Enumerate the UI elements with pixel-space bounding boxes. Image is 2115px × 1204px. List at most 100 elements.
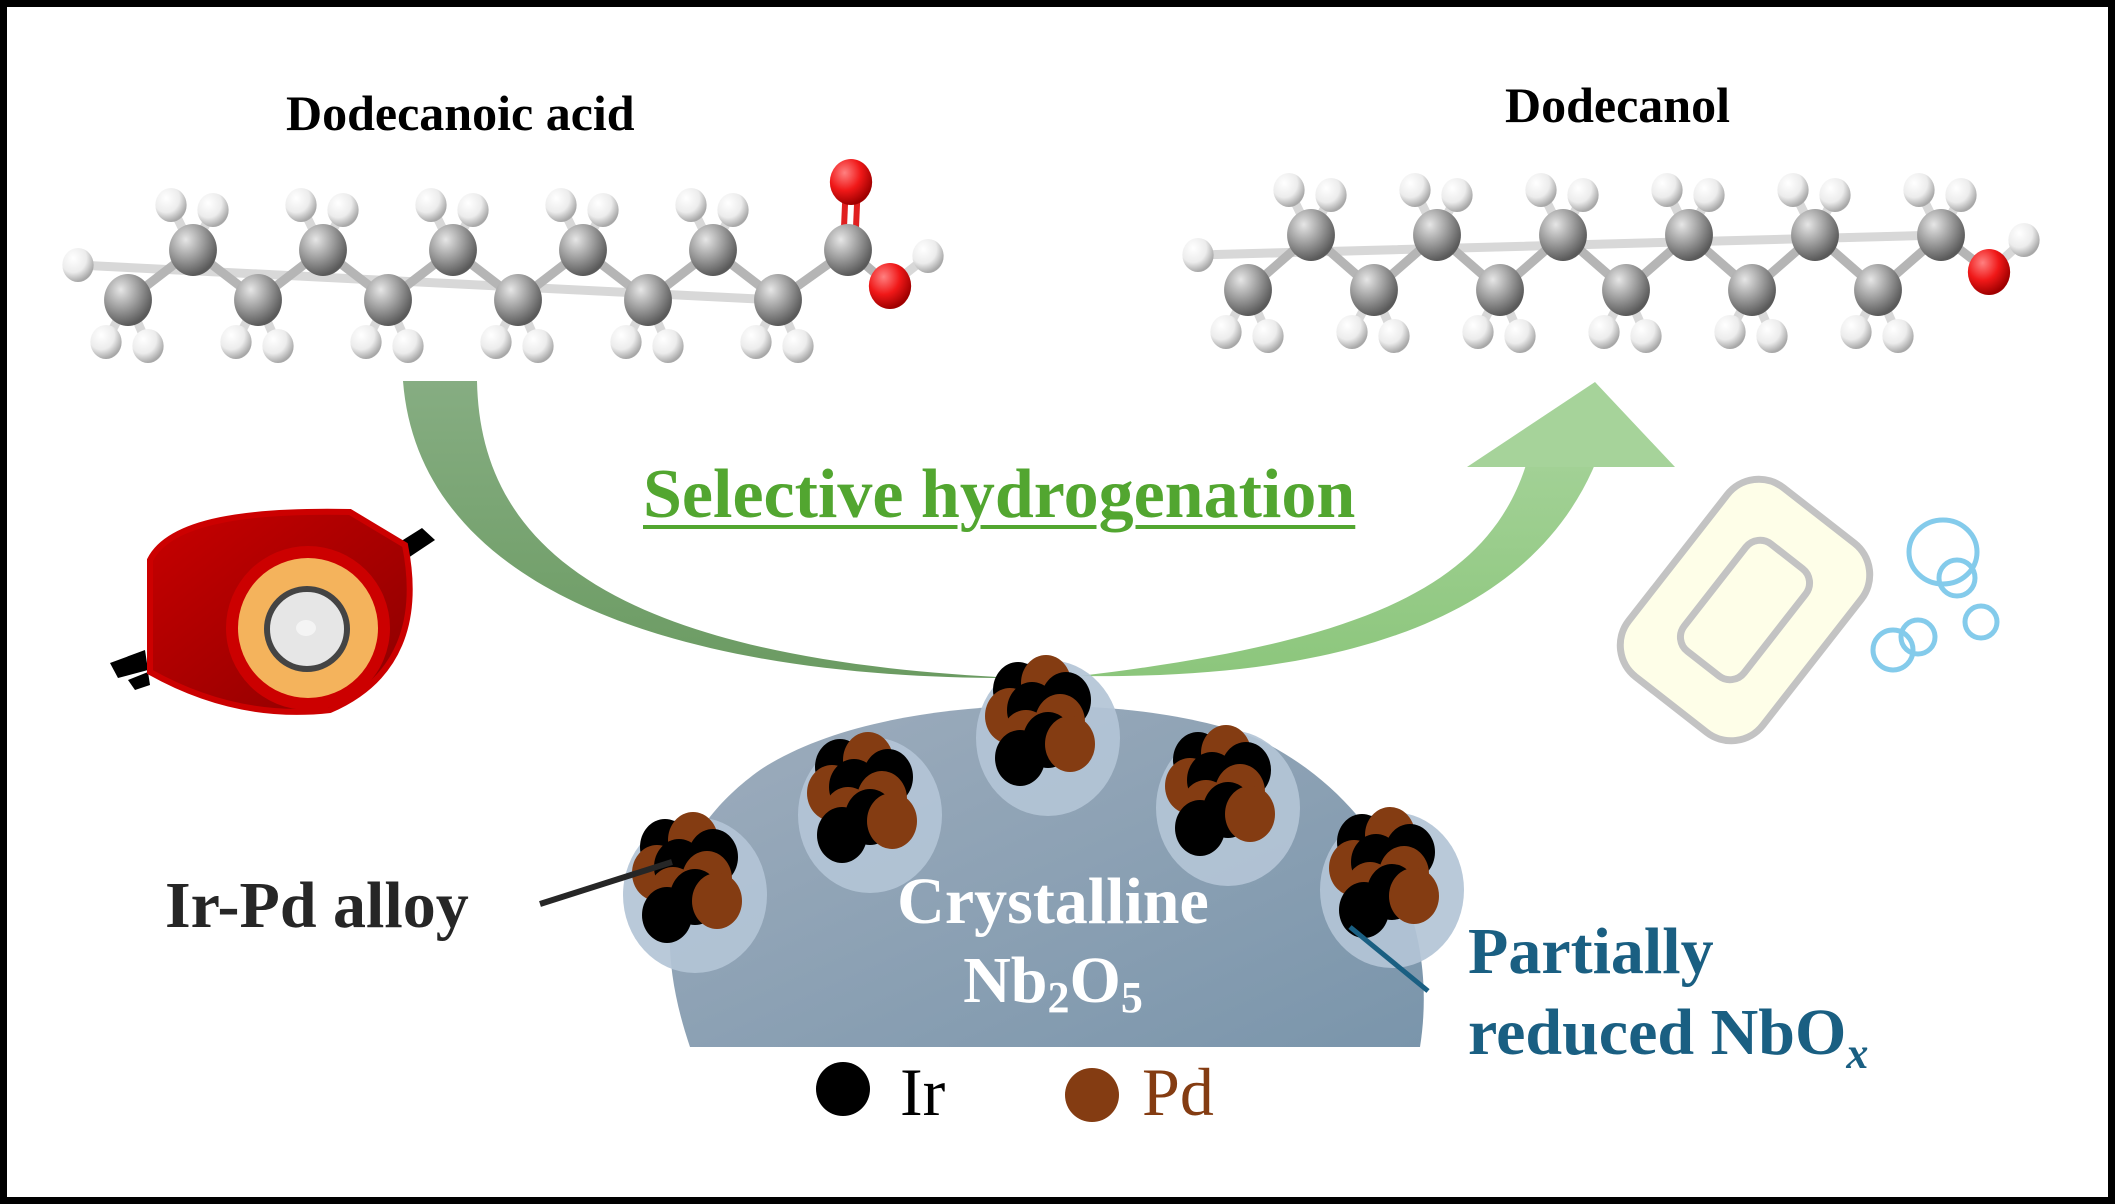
hydrogen-atom: [1525, 173, 1557, 207]
hydrogen-atom: [1378, 319, 1410, 353]
oxygen-atom: [868, 263, 912, 309]
hydrogen-atom: [912, 239, 944, 273]
hydrogen-atom: [350, 325, 382, 359]
hydrogen-atom: [327, 193, 359, 227]
oxygen-atom: [1967, 249, 2011, 295]
carbon-atom: [1413, 209, 1461, 261]
pd-atom: [1225, 786, 1275, 842]
formula-sub-5: 5: [1120, 973, 1143, 1023]
hydrogen-atom: [1315, 178, 1347, 212]
ir-atom: [1339, 882, 1389, 938]
formula-sub-2: 2: [1047, 973, 1070, 1023]
dodecanol-molecule: [1182, 173, 2040, 353]
interface-label-line2: reduced NbOx: [1468, 993, 1868, 1081]
hydrogen-atom: [782, 329, 814, 363]
hydrogen-atom: [1567, 178, 1599, 212]
hydrogen-atom: [90, 325, 122, 359]
carbon-atom: [1224, 264, 1272, 316]
hydrogen-atom: [1945, 178, 1977, 212]
hydrogen-atom: [1504, 319, 1536, 353]
hydrogen-atom: [1693, 178, 1725, 212]
ir-atom: [1175, 800, 1225, 856]
hydrogen-atom: [1777, 173, 1809, 207]
carbon-atom: [754, 274, 802, 326]
carbon-atom: [364, 274, 412, 326]
arrow-left-limb: [403, 381, 1020, 679]
ir-pd-cluster: [985, 655, 1095, 786]
hydrogen-atom: [285, 188, 317, 222]
reaction-label: Selective hydrogenation: [643, 456, 1356, 533]
hydrogen-atom: [1182, 238, 1214, 272]
carbon-atom: [1602, 264, 1650, 316]
hydrogen-atom: [262, 329, 294, 363]
carbon-atom: [234, 274, 282, 326]
carbon-atom: [299, 224, 347, 276]
carbon-atom: [1854, 264, 1902, 316]
hydrogen-atom: [480, 325, 512, 359]
hydrogen-atom: [1903, 173, 1935, 207]
hydrogen-atom: [1588, 315, 1620, 349]
interface-label: Partially reduced NbOx: [1468, 912, 1868, 1080]
hydrogen-atom: [132, 329, 164, 363]
hydrogen-atom: [1819, 178, 1851, 212]
hydrogen-atom: [1882, 319, 1914, 353]
hydrogen-atom: [1714, 315, 1746, 349]
hydrogen-atom: [740, 325, 772, 359]
ir-atom: [995, 730, 1045, 786]
hydrogen-atom: [62, 248, 94, 282]
ir-pd-cluster: [807, 732, 917, 863]
carbon-atom: [824, 224, 872, 276]
soap-bubbles-icon: [1870, 517, 2000, 673]
pd-atom: [1045, 716, 1095, 772]
carbon-atom: [104, 274, 152, 326]
dodecanoic-acid-molecule: [62, 159, 944, 363]
carbon-atom: [1791, 209, 1839, 261]
hydrogen-atom: [1462, 315, 1494, 349]
legend-pd-label: Pd: [1142, 1054, 1214, 1130]
hydrogen-atom: [675, 188, 707, 222]
pd-atom: [1389, 868, 1439, 924]
hydrogen-atom: [220, 325, 252, 359]
hydrogen-atom: [1651, 173, 1683, 207]
hydrogen-atom: [1399, 173, 1431, 207]
hydrogen-atom: [1840, 315, 1872, 349]
palm-fruit-icon: [110, 508, 435, 715]
legend-ir-label: Ir: [900, 1054, 946, 1130]
carbon-atom: [624, 274, 672, 326]
hydrogen-atom: [1630, 319, 1662, 353]
nbox-leader-line: [1348, 925, 1430, 993]
interface-sub-x: x: [1846, 1028, 1869, 1078]
soap-bar-icon: [1616, 475, 1874, 745]
carbon-atom: [494, 274, 542, 326]
carbon-atom: [689, 224, 737, 276]
formula-o: O: [1069, 944, 1121, 1018]
support-formula: Nb2O5: [873, 941, 1233, 1025]
carbon-atom: [1350, 264, 1398, 316]
carbon-atom: [1287, 209, 1335, 261]
carbon-atom: [1476, 264, 1524, 316]
alloy-leader-line: [539, 859, 673, 907]
ir-pd-clusters: [632, 655, 1439, 943]
carbon-atom: [1728, 264, 1776, 316]
carbon-atom: [1539, 209, 1587, 261]
carbon-atom: [429, 224, 477, 276]
interface-formula: reduced NbO: [1468, 995, 1847, 1069]
hydrogen-atom: [587, 193, 619, 227]
alloy-label: Ir-Pd alloy: [165, 869, 469, 942]
hydrogen-atom: [717, 193, 749, 227]
ir-pd-cluster: [1165, 725, 1275, 856]
hydrogen-atom: [610, 325, 642, 359]
ir-atom: [642, 887, 692, 943]
arrow-head-icon: [1467, 382, 1675, 467]
pd-atom: [867, 793, 917, 849]
hydrogen-atom: [1441, 178, 1473, 212]
carbon-atom: [169, 224, 217, 276]
hydrogen-atom: [522, 329, 554, 363]
hydrogen-atom: [392, 329, 424, 363]
ir-atom: [817, 807, 867, 863]
pd-atom: [692, 873, 742, 929]
hydrogen-atom: [1273, 173, 1305, 207]
hydrogen-atom: [457, 193, 489, 227]
hydrogen-atom: [1756, 319, 1788, 353]
oxygen-atom: [829, 159, 873, 205]
